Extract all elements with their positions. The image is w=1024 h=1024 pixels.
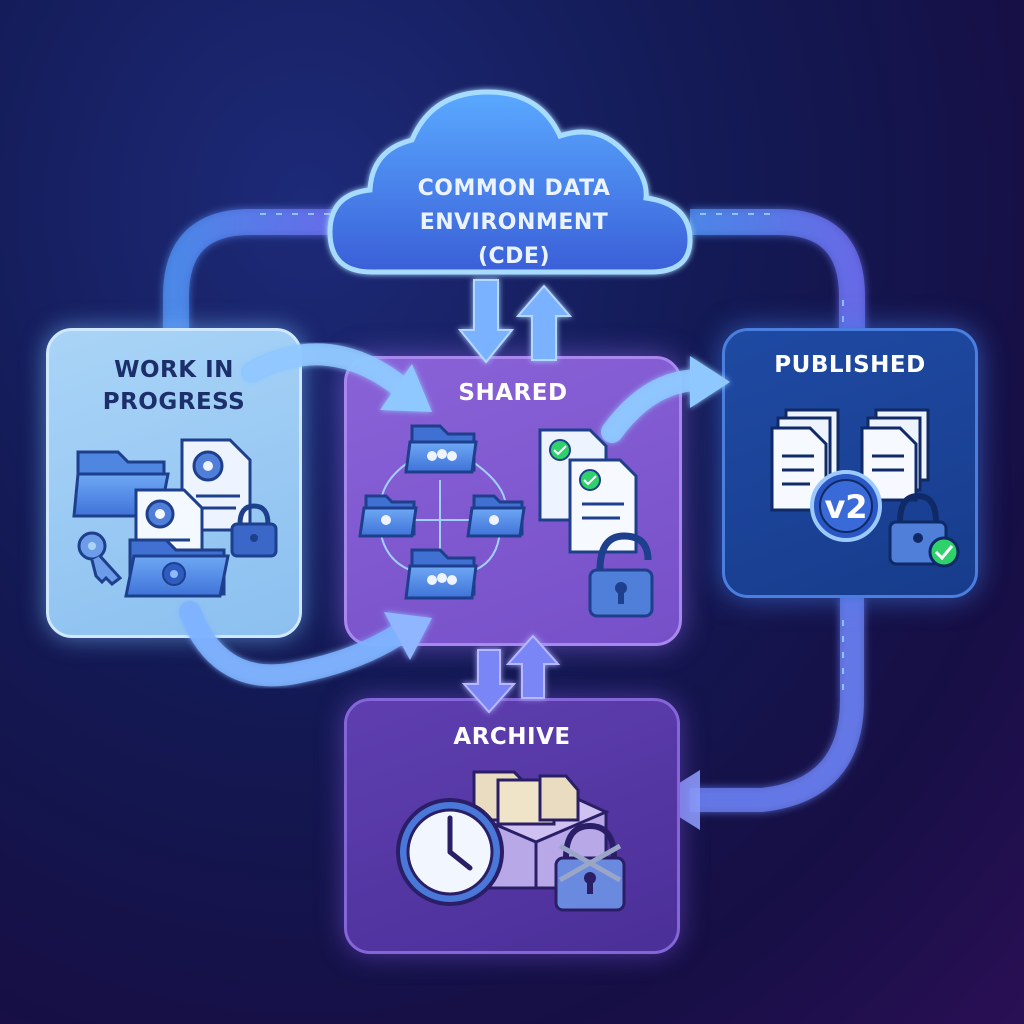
published-to-archive-ribbon (690, 598, 864, 812)
shared-unlocked-padlock-icon (588, 532, 654, 618)
wip-to-shared-arrow (241, 343, 432, 412)
cde-shared-arrows (457, 279, 573, 364)
work-in-progress-title: WORK IN PROGRESS (46, 354, 302, 418)
published-check-icon (928, 536, 960, 568)
cde-title-line-2: ENVIRONMENT (419, 210, 609, 235)
shared-title: SHARED (458, 380, 568, 406)
shared-user-folder-right-icon (466, 494, 526, 538)
wip-key-icon (77, 531, 123, 586)
shared-team-folder-bottom-icon (404, 548, 478, 600)
shared-team-folder-top-icon (404, 424, 478, 474)
cde-title: COMMON DATA ENVIRONMENT (CDE) (384, 172, 644, 274)
shared-approved-documents-icon (538, 428, 638, 554)
archive-title: ARCHIVE (453, 724, 571, 750)
published-version-badge-icon (810, 470, 882, 542)
archive-chained-lock-icon (554, 822, 626, 912)
cde-to-published-ribbon (690, 209, 865, 330)
clock-icon (396, 798, 504, 906)
published-document-stack-left-icon (770, 408, 840, 512)
shared-user-folder-left-icon (358, 494, 418, 538)
wip-title-line-2: PROGRESS (102, 389, 246, 415)
published-version-label: v2 (824, 488, 867, 526)
wip-to-shared-bottom-arrow (179, 601, 432, 687)
wip-lock-icon (230, 503, 278, 558)
shared-to-published-arrow (601, 356, 730, 443)
shared-archive-arrows (461, 634, 561, 714)
cloud-icon (327, 89, 693, 275)
cde-title-line-3: (CDE) (477, 244, 551, 269)
cde-title-line-1: COMMON DATA (417, 176, 611, 201)
wip-gear-folder-icon (124, 538, 230, 598)
archive-documents-icon (472, 770, 580, 826)
published-document-stack-right-icon (860, 408, 930, 502)
cde-to-wip-ribbon (163, 209, 340, 330)
wip-title-line-1: WORK IN (114, 357, 234, 383)
published-title: PUBLISHED (774, 352, 926, 378)
